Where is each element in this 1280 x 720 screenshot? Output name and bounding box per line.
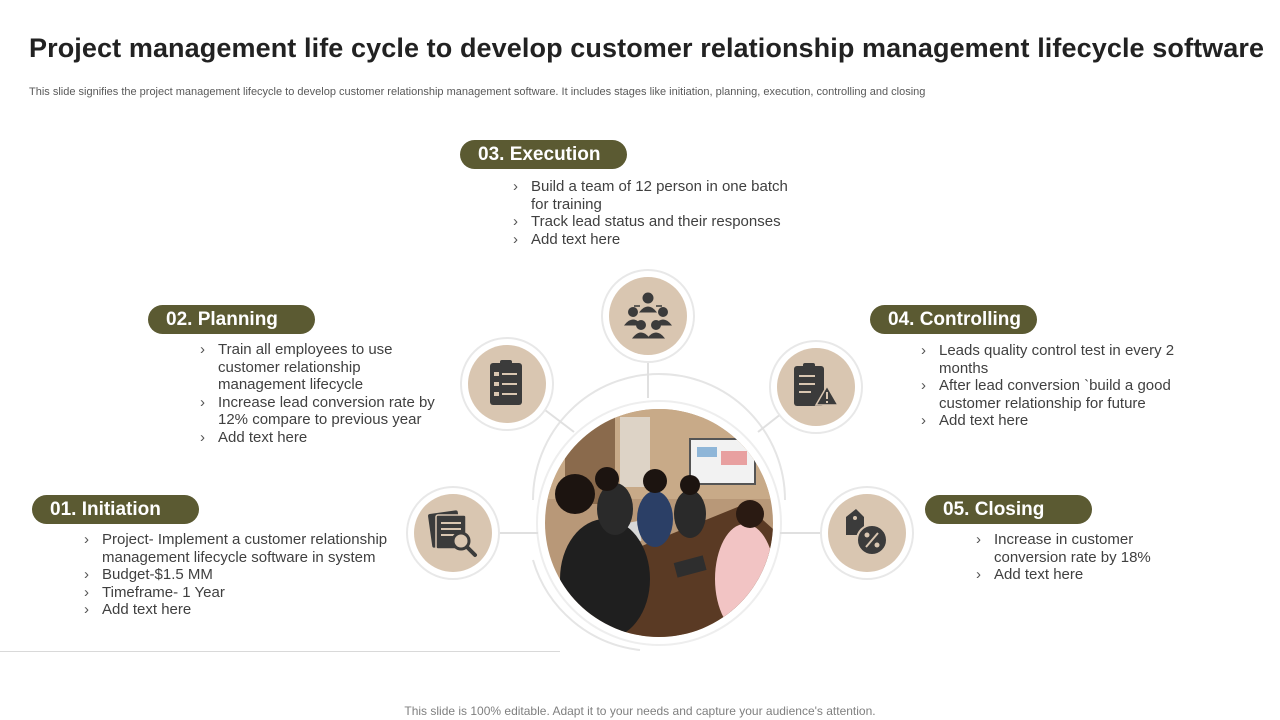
list-item: Track lead status and their responses — [513, 213, 803, 231]
list-item: Build a team of 12 person in one batch f… — [513, 178, 803, 213]
stage-pill-controlling: 04. Controlling — [870, 305, 1037, 334]
connector-planning — [544, 409, 575, 433]
controlling-node — [769, 340, 863, 434]
team-meeting-photo — [545, 409, 773, 637]
list-item: Timeframe- 1 Year — [84, 584, 389, 602]
list-item: Add text here — [921, 412, 1176, 430]
execution-node — [601, 269, 695, 363]
slide-subtitle: This slide signifies the project managem… — [29, 86, 926, 98]
list-item: Increase lead conversion rate by 12% com… — [200, 394, 445, 429]
planning-bullets: Train all employees to use customer rela… — [200, 341, 445, 446]
initiation-node — [406, 486, 500, 580]
list-item: Add text here — [976, 566, 1176, 584]
center-ring — [536, 400, 782, 646]
center-ring-arc — [532, 373, 786, 501]
slide-title: Project management life cycle to develop… — [29, 33, 1265, 63]
team-network-icon — [623, 292, 673, 339]
footer-note: This slide is 100% editable. Adapt it to… — [404, 704, 876, 718]
stage-pill-closing: 05. Closing — [925, 495, 1092, 524]
bottom-divider — [0, 651, 560, 652]
list-item: Project- Implement a customer relationsh… — [84, 531, 389, 566]
list-item: Add text here — [200, 429, 445, 447]
list-item: Add text here — [84, 601, 389, 619]
stage-pill-execution: 03. Execution — [460, 140, 627, 169]
stage-pill-planning: 02. Planning — [148, 305, 315, 334]
list-item: Budget-$1.5 MM — [84, 566, 389, 584]
discount-tag-icon — [846, 509, 888, 556]
list-item: Increase in customer conversion rate by … — [976, 531, 1176, 566]
document-search-icon — [428, 510, 477, 557]
list-item: Leads quality control test in every 2 mo… — [921, 342, 1176, 377]
list-item: After lead conversion `build a good cust… — [921, 377, 1176, 412]
execution-bullets: Build a team of 12 person in one batch f… — [513, 178, 803, 248]
clipboard-warning-icon — [794, 363, 840, 406]
closing-node — [820, 486, 914, 580]
initiation-bullets: Project- Implement a customer relationsh… — [84, 531, 389, 619]
center-ring-arc-lower — [532, 559, 641, 651]
list-item: Train all employees to use customer rela… — [200, 341, 445, 394]
stage-pill-initiation: 01. Initiation — [32, 495, 199, 524]
checklist-clipboard-icon — [490, 360, 522, 405]
controlling-bullets: Leads quality control test in every 2 mo… — [921, 342, 1176, 430]
closing-bullets: Increase in customer conversion rate by … — [976, 531, 1176, 584]
list-item: Add text here — [513, 231, 803, 249]
planning-node — [460, 337, 554, 431]
